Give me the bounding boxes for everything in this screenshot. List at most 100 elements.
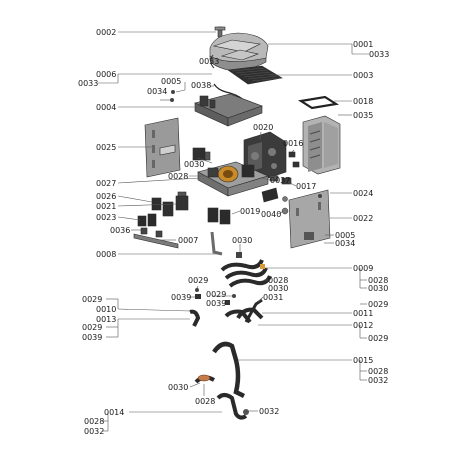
label-0033: 0033 <box>369 50 389 59</box>
label-0015: 0015 <box>353 356 373 365</box>
label-0007: 0007 <box>178 236 198 245</box>
label-0032: 0032 <box>259 407 279 416</box>
part-0026-relay <box>151 197 174 217</box>
part-0030-connector <box>192 147 211 161</box>
label-0032: 0032 <box>368 376 388 385</box>
label-0039: 0039 <box>206 299 226 308</box>
label-0027: 0027 <box>96 179 116 188</box>
label-0039: 0039 <box>171 293 191 302</box>
label-0028: 0028 <box>168 172 188 181</box>
leader-lines <box>98 31 369 432</box>
part-0016-sensor-b <box>292 161 300 168</box>
label-0034: 0034 <box>147 87 167 96</box>
part-0016-sensor <box>288 151 296 158</box>
label-0013: 0013 <box>96 315 116 324</box>
label-0029: 0029 <box>82 323 102 332</box>
label-0030: 0030 <box>184 160 204 169</box>
label-0005: 0005 <box>161 77 181 86</box>
label-0029: 0029 <box>368 334 388 343</box>
label-0011: 0011 <box>353 309 373 318</box>
label-0028: 0028 <box>368 276 388 285</box>
label-0036: 0036 <box>110 226 130 235</box>
label-0026: 0026 <box>96 192 116 201</box>
label-0031: 0031 <box>263 293 283 302</box>
label-0030: 0030 <box>368 284 388 293</box>
label-0030: 0030 <box>268 284 288 293</box>
label-0002: 0002 <box>96 28 116 37</box>
part-0035-heat-exchanger <box>302 115 341 175</box>
part-0019-terminal <box>261 187 279 203</box>
part-0039-clip-b <box>225 300 230 305</box>
part-0014-hose <box>216 393 249 420</box>
part-0023-fuse <box>137 213 157 227</box>
part-0037-block <box>269 175 279 182</box>
label-0028: 0028 <box>268 276 288 285</box>
label-0003: 0003 <box>353 71 373 80</box>
part-0003-filter <box>227 65 283 85</box>
part-0027-chassis <box>197 161 269 197</box>
label-0030: 0030 <box>168 383 188 392</box>
part-0034-screw <box>170 98 174 102</box>
label-0014: 0014 <box>104 408 124 417</box>
part-0005-screw <box>171 90 175 94</box>
part-0022-side-plate <box>288 189 331 249</box>
label-0018: 0018 <box>353 97 373 106</box>
label-0016: 0016 <box>283 139 303 148</box>
part-0029-oring <box>195 288 199 292</box>
part-0029-oring-b <box>232 294 236 298</box>
label-0019: 0019 <box>240 207 260 216</box>
label-0029: 0029 <box>82 295 102 304</box>
part-0028-fitting <box>194 374 216 384</box>
part-0015-hose <box>212 341 246 399</box>
label-0004: 0004 <box>96 103 116 112</box>
part-0040-washer <box>281 207 289 215</box>
part-0021-contactor <box>175 191 189 211</box>
label-0023: 0023 <box>96 213 116 222</box>
part-0038-cable <box>213 83 245 101</box>
label-0029: 0029 <box>188 276 208 285</box>
label-0028: 0028 <box>84 417 104 426</box>
label-0008: 0008 <box>96 250 116 259</box>
part-0010-elbow <box>189 309 201 327</box>
label-0001: 0001 <box>353 40 373 49</box>
label-0029: 0029 <box>206 290 226 299</box>
label-0030: 0030 <box>232 236 252 245</box>
label-0032: 0032 <box>84 427 104 436</box>
label-0020: 0020 <box>253 123 273 132</box>
part-0008-pipe <box>210 231 223 256</box>
part-0004-tray <box>194 93 263 127</box>
label-0038: 0038 <box>191 81 211 90</box>
part-0025-back-plate <box>144 117 181 178</box>
label-0012: 0012 <box>353 321 373 330</box>
part-0017-block <box>281 177 292 185</box>
part-0019-board <box>207 207 231 225</box>
label-0009: 0009 <box>353 264 373 273</box>
label-0024: 0024 <box>353 189 373 198</box>
label-0025: 0025 <box>96 143 116 152</box>
label-0022: 0022 <box>353 214 373 223</box>
label-0028: 0028 <box>368 367 388 376</box>
part-labels: 0002 0001 0033 0033 0006 0033 0005 0034 … <box>78 28 389 436</box>
label-0021: 0021 <box>96 202 116 211</box>
part-0020-heat-block <box>243 131 287 181</box>
label-0033: 0033 <box>199 57 219 66</box>
part-0009-hose-group <box>220 252 272 288</box>
label-0005: 0005 <box>335 231 355 240</box>
label-0029: 0029 <box>368 300 388 309</box>
label-0028: 0028 <box>195 397 215 406</box>
part-0031-hose <box>224 298 264 324</box>
label-0006: 0006 <box>96 70 116 79</box>
part-0039-clip <box>195 294 201 299</box>
part-0040-washer-b <box>282 196 288 202</box>
label-0040: 0040 <box>261 210 281 219</box>
label-0010: 0010 <box>96 305 116 314</box>
label-0034: 0034 <box>335 239 355 248</box>
part-0018-gasket <box>297 95 340 110</box>
label-0035: 0035 <box>353 111 373 120</box>
part-0001-top-cover <box>209 32 269 71</box>
part-0007-rail <box>133 227 179 249</box>
label-0037: 0037 <box>270 176 290 185</box>
label-0017: 0017 <box>296 182 316 191</box>
